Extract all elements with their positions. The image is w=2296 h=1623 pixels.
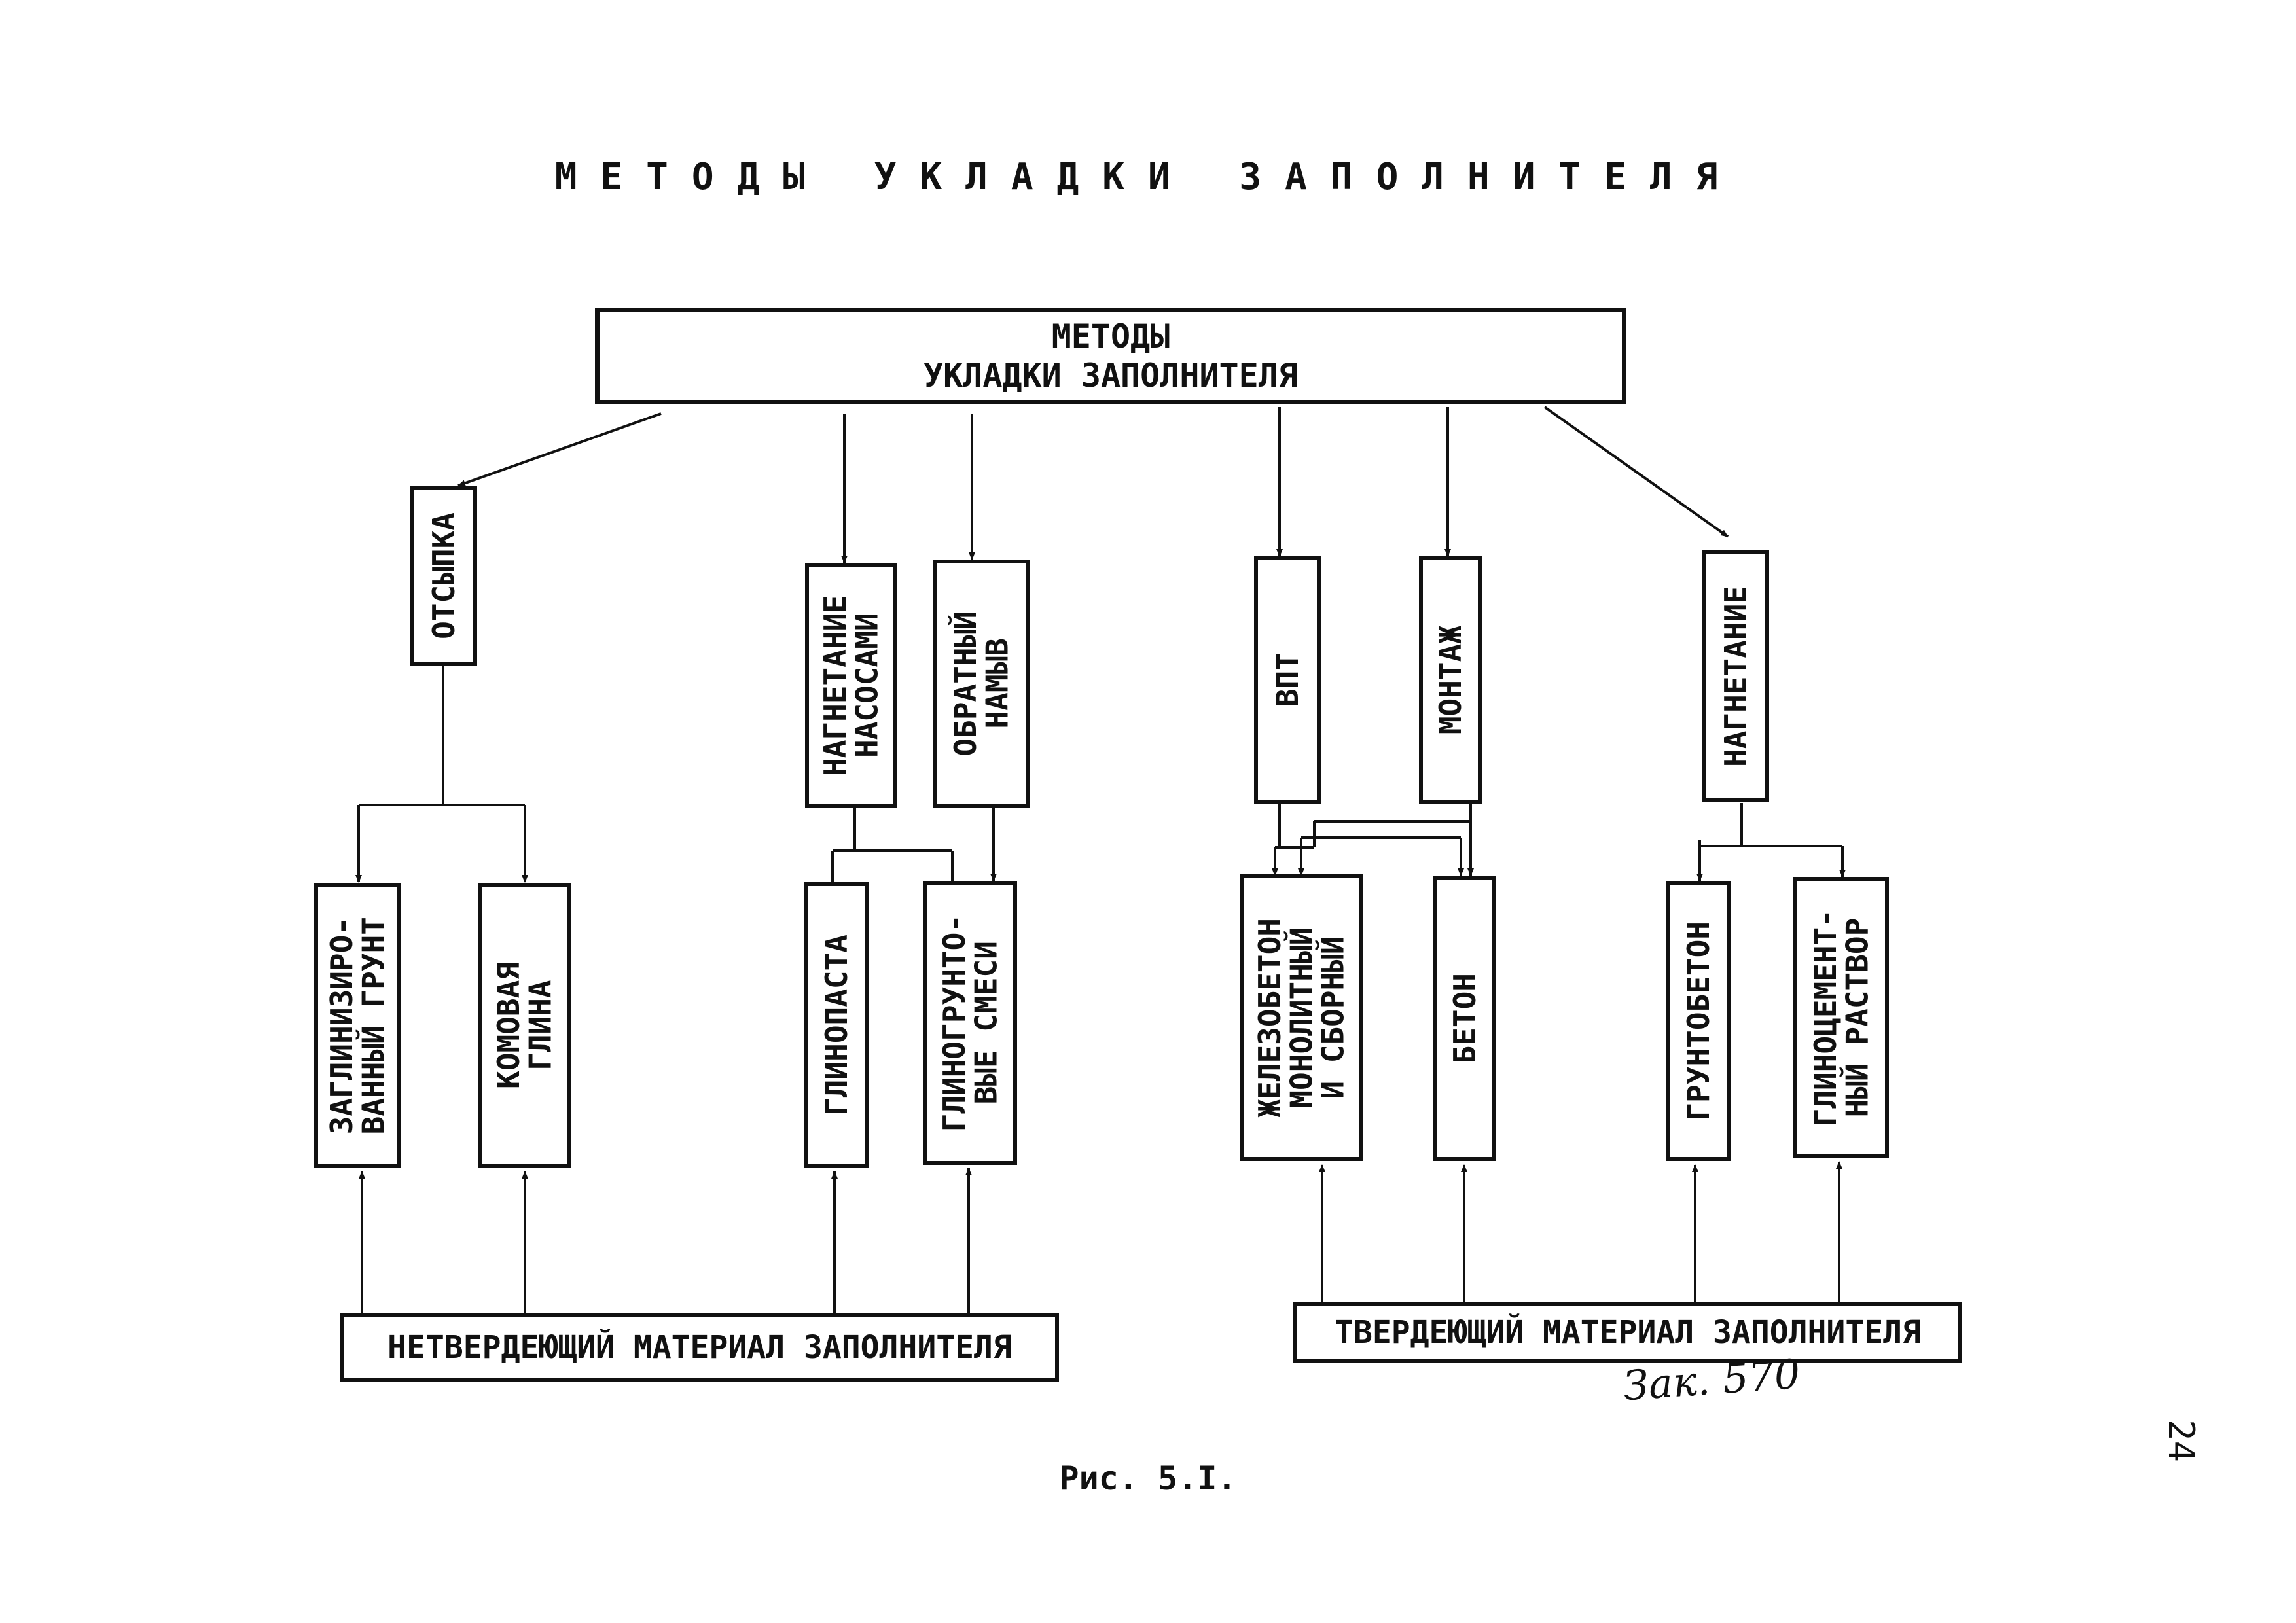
edge-root-otsypka xyxy=(457,412,662,487)
material-zagr-line-1: ЗАГЛИНИЗИРО- xyxy=(323,916,359,1135)
material-zagr-line-2: ВАННЫЙ ГРУНТ xyxy=(355,916,391,1135)
material-glinocement-line-2: НЫЙ РАСТВОР xyxy=(1839,918,1874,1118)
material-zhb-line-2: МОНОЛИТНЫЙ xyxy=(1283,927,1319,1109)
material-glinopasta-label: ГЛИНОПАСТА xyxy=(818,934,854,1116)
method-nagnetanie-label: НАГНЕТАНИЕ xyxy=(1717,585,1753,767)
material-glinopasta-box: ГЛИНОПАСТА xyxy=(804,882,869,1168)
edge-root-nagnetanie xyxy=(1543,406,1729,538)
material-gruntobeton-box: ГРУНТОБЕТОН xyxy=(1666,881,1731,1161)
root-line-1: МЕТОДЫ xyxy=(1051,317,1170,355)
material-glinogrunt-line-2: ВЫЕ СМЕСИ xyxy=(968,941,1003,1105)
material-glinogrunt-smesi-box: ГЛИНОГРУНТО-ВЫЕ СМЕСИ xyxy=(923,881,1017,1165)
material-zhb-line-1: ЖЕЛЕЗОБЕТОН xyxy=(1251,918,1287,1118)
method-namyv-line-2: НАМЫВ xyxy=(979,638,1014,729)
group-non-hardening-label: НЕТВЕРДЕЮЩИЙ МАТЕРИАЛ ЗАПОЛНИТЕЛЯ xyxy=(387,1329,1012,1366)
material-beton-label: БЕТОН xyxy=(1446,972,1482,1064)
material-komovaya-line-1: КОМОВАЯ xyxy=(490,962,526,1089)
method-otsypka-box: ОТСЫПКА xyxy=(410,486,477,666)
page-title: МЕТОДЫ УКЛАДКИ ЗАПОЛНИТЕЛЯ xyxy=(554,156,1742,198)
group-hardening-box: ТВЕРДЕЮЩИЙ МАТЕРИАЛ ЗАПОЛНИТЕЛЯ xyxy=(1293,1302,1962,1363)
group-hardening-label: ТВЕРДЕЮЩИЙ МАТЕРИАЛ ЗАПОЛНИТЕЛЯ xyxy=(1335,1314,1921,1351)
root-line-2: УКЛАДКИ ЗАПОЛНИТЕЛЯ xyxy=(924,357,1298,395)
method-nasosami-line-1: НАГНЕТАНИЕ xyxy=(817,594,853,776)
material-zhb-line-3: И СБОРНЫЙ xyxy=(1315,936,1351,1099)
root-methods-box: МЕТОДЫ УКЛАДКИ ЗАПОЛНИТЕЛЯ xyxy=(595,308,1626,404)
page-number: 24 xyxy=(2161,1419,2202,1463)
material-glinocement-rastvor-box: ГЛИНОЦЕМЕНТ-НЫЙ РАСТВОР xyxy=(1793,877,1889,1158)
material-gruntobeton-label: ГРУНТОБЕТОН xyxy=(1680,921,1716,1121)
method-otsypka-label: ОТСЫПКА xyxy=(425,512,461,639)
figure-caption: Рис. 5.I. xyxy=(1059,1459,1237,1497)
method-nagnetanie-box: НАГНЕТАНИЕ xyxy=(1702,550,1769,802)
group-non-hardening-box: НЕТВЕРДЕЮЩИЙ МАТЕРИАЛ ЗАПОЛНИТЕЛЯ xyxy=(340,1313,1059,1382)
material-komovaya-line-2: ГЛИНА xyxy=(522,980,558,1071)
method-montazh-box: МОНТАЖ xyxy=(1419,556,1482,804)
material-zagr-grunt-box: ЗАГЛИНИЗИРО-ВАННЫЙ ГРУНТ xyxy=(314,883,401,1168)
material-glinocement-line-1: ГЛИНОЦЕМЕНТ- xyxy=(1807,908,1843,1127)
material-glinogrunt-line-1: ГЛИНОГРУНТО- xyxy=(936,914,972,1132)
method-namyv-line-1: ОБРАТНЫЙ xyxy=(947,611,983,757)
method-nasosami-line-2: НАСОСАМИ xyxy=(849,613,884,758)
method-vpt-box: ВПТ xyxy=(1254,556,1321,804)
method-vpt-label: ВПТ xyxy=(1269,652,1305,707)
material-beton-box: БЕТОН xyxy=(1433,876,1496,1161)
method-montazh-label: МОНТАЖ xyxy=(1432,625,1468,735)
